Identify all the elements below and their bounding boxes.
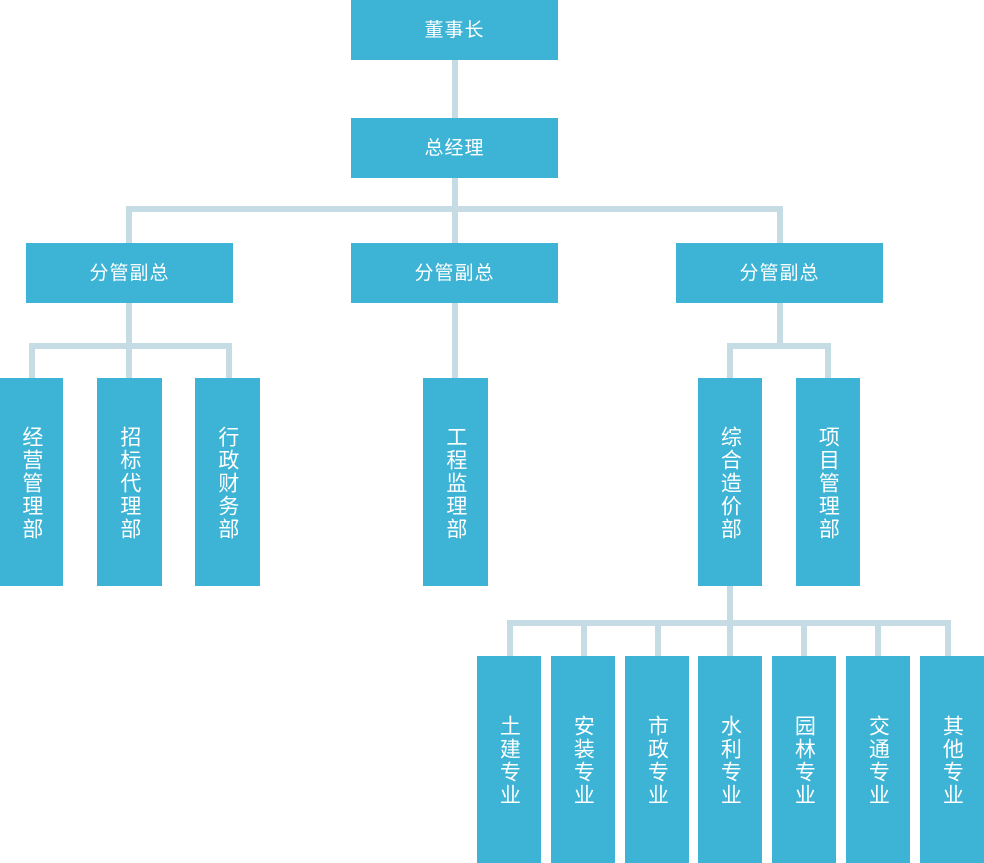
connector-right-dept-bus: [727, 343, 831, 349]
node-dept-operations[interactable]: 经营管理部: [0, 378, 63, 586]
connector-dept-admin-finance-drop: [226, 343, 232, 378]
connector-spec-civil-drop: [507, 620, 513, 656]
connector-vp-right-drop: [777, 206, 783, 243]
connector-dept-supervision-drop: [452, 303, 458, 378]
connector-vp-left-drop: [126, 206, 132, 243]
connector-dept-cost-drop: [727, 343, 733, 378]
connector-dept-cost-stem: [727, 586, 733, 622]
connector-spec-transport-drop: [875, 620, 881, 656]
node-spec-municipal[interactable]: 市政专业: [625, 656, 689, 863]
node-dept-bidding[interactable]: 招标代理部: [97, 378, 162, 586]
node-dept-project[interactable]: 项目管理部: [796, 378, 860, 586]
node-spec-transport[interactable]: 交通专业: [846, 656, 910, 863]
node-vp-left[interactable]: 分管副总: [26, 243, 233, 303]
connector-dept-project-drop: [825, 343, 831, 378]
connector-dept-bidding-drop: [126, 343, 132, 378]
connector-spec-installation-drop: [581, 620, 587, 656]
node-spec-other[interactable]: 其他专业: [920, 656, 984, 863]
node-dept-supervision[interactable]: 工程监理部: [423, 378, 488, 586]
node-dept-admin-finance[interactable]: 行政财务部: [195, 378, 260, 586]
node-general-manager[interactable]: 总经理: [351, 118, 558, 178]
connector-spec-municipal-drop: [655, 620, 661, 656]
node-vp-right[interactable]: 分管副总: [676, 243, 883, 303]
connector-dept-operations-drop: [29, 343, 35, 378]
node-spec-civil[interactable]: 土建专业: [477, 656, 541, 863]
node-chairman[interactable]: 董事长: [351, 0, 558, 60]
connector-vp-left-stem: [126, 303, 132, 345]
connector-vp-middle-drop: [452, 206, 458, 243]
connector-chairman-to-general-manager: [452, 60, 458, 118]
node-spec-landscape[interactable]: 园林专业: [772, 656, 836, 863]
node-dept-cost[interactable]: 综合造价部: [698, 378, 762, 586]
connector-spec-other-drop: [945, 620, 951, 656]
node-spec-installation[interactable]: 安装专业: [551, 656, 615, 863]
node-spec-water[interactable]: 水利专业: [698, 656, 762, 863]
connector-spec-landscape-drop: [801, 620, 807, 656]
connector-general-manager-stem: [452, 178, 458, 212]
connector-spec-water-drop: [727, 620, 733, 656]
node-vp-middle[interactable]: 分管副总: [351, 243, 558, 303]
connector-vp-right-stem: [777, 303, 783, 345]
